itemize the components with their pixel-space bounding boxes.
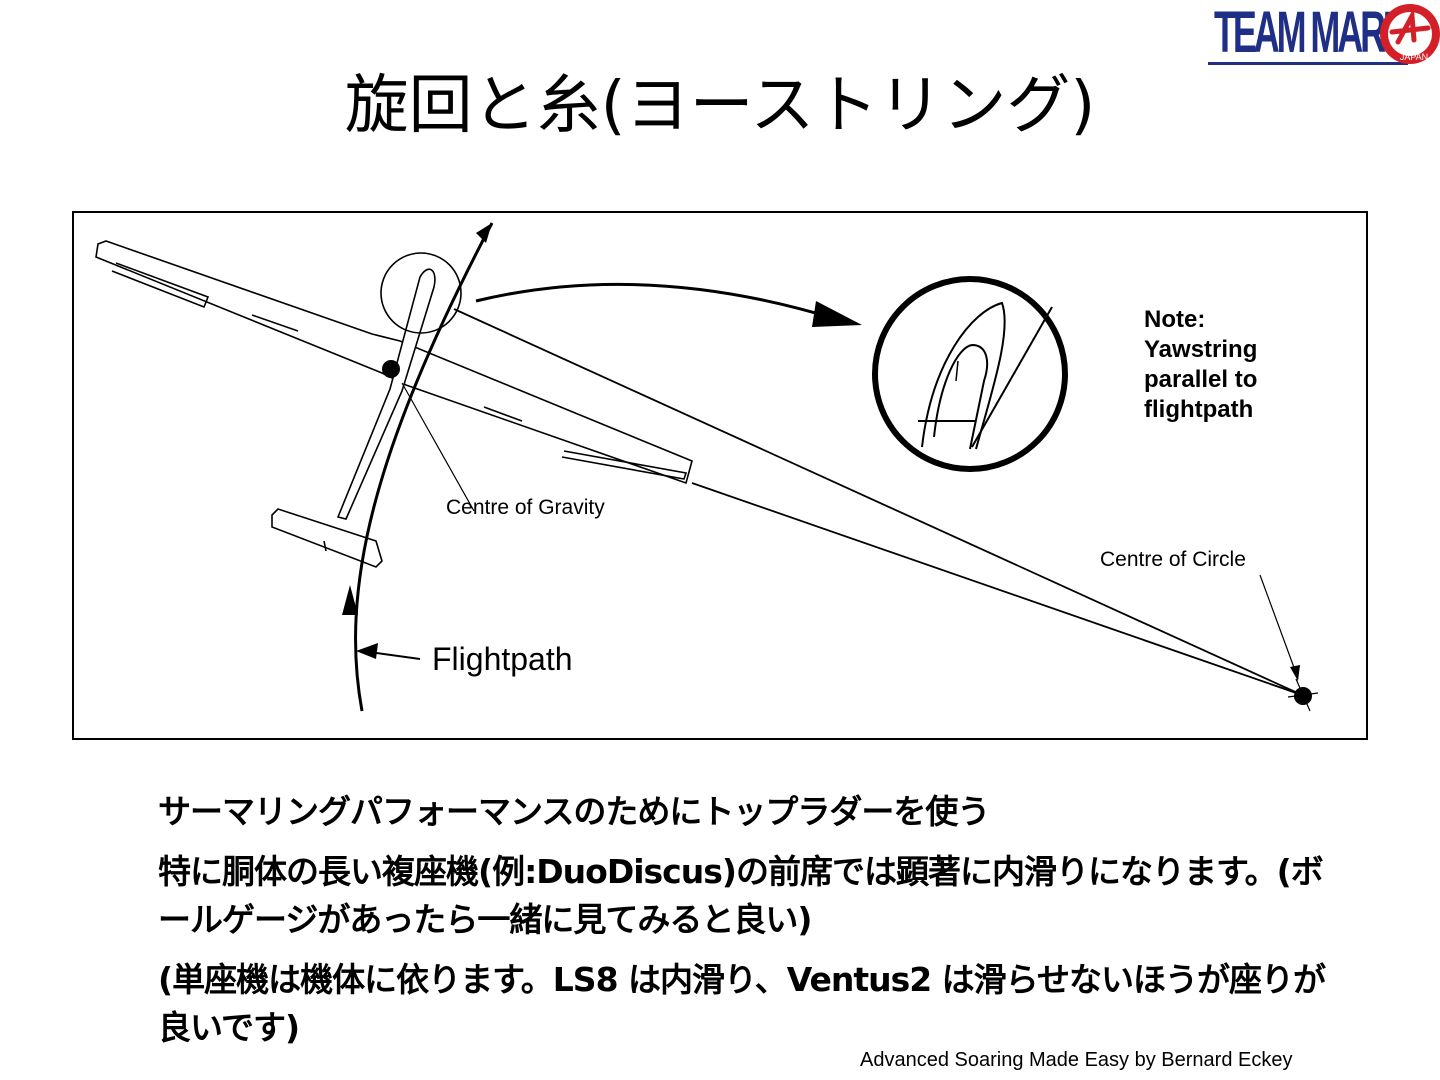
bullet-top-rudder: サーマリングパフォーマンスのためにトップラダーを使う [158,792,990,831]
magnified-nose-view [872,276,1068,472]
svg-text:Yawstring: Yawstring [1144,336,1257,363]
flightpath-arrowhead-top-icon [476,223,492,243]
flightpath-arrowhead-bottom-icon [342,585,358,615]
coc-arrowhead-icon [1290,665,1300,681]
flightpath-curve [354,222,494,712]
note-label: Note: Yawstring parallel to flightpath [1144,306,1257,423]
centre-of-circle-label: Centre of Circle [1100,548,1246,571]
flightpath-label-arrowhead-icon [356,643,378,659]
svg-text:flightpath: flightpath [1144,396,1253,423]
centre-of-circle-cross-icon [1287,678,1319,712]
logo-text: TEAM MARU [1214,0,1409,65]
coc-leader-line [1259,574,1297,674]
centre-of-gravity-dot [382,360,400,378]
slide-body: サーマリングパフォーマンスのためにトップラダーを使う 特に胴体の長い複座機(例:… [158,788,1338,1064]
radius-line-lower [691,482,1303,696]
diagram-frame [72,211,1368,740]
magnify-arrowhead-icon [812,301,862,327]
logo-badge-text: JAPAN [1400,52,1428,62]
yawstring-diagram: Centre of Gravity Centre of Circle Fligh… [72,211,1368,740]
bullet-two-seater: 特に胴体の長い複座機(例:DuoDiscus)の前席では顕著に内滑りになります。… [158,852,1324,939]
radius-line-upper [453,308,1303,696]
centre-of-gravity-label: Centre of Gravity [446,496,605,519]
bullet-single-seater: (単座機は機体に依ります。LS8 は内滑り、Ventus2 は滑らせないほうが座… [158,960,1326,1047]
magnify-arrow [475,282,837,321]
nose-highlight-circle [380,252,462,334]
source-credit: Advanced Soaring Made Easy by Bernard Ec… [860,1049,1293,1071]
slide-title: 旋回と糸(ヨーストリング) [344,69,1096,143]
svg-text:parallel to: parallel to [1144,366,1257,393]
logo-badge-icon: JAPAN [1380,4,1440,64]
svg-text:Note:: Note: [1144,306,1205,333]
cg-leader-line [401,382,475,512]
team-maru-logo: TEAM MARU JAPAN [1208,0,1440,70]
logo-underline [1208,62,1408,65]
flightpath-label: Flightpath [432,641,573,677]
